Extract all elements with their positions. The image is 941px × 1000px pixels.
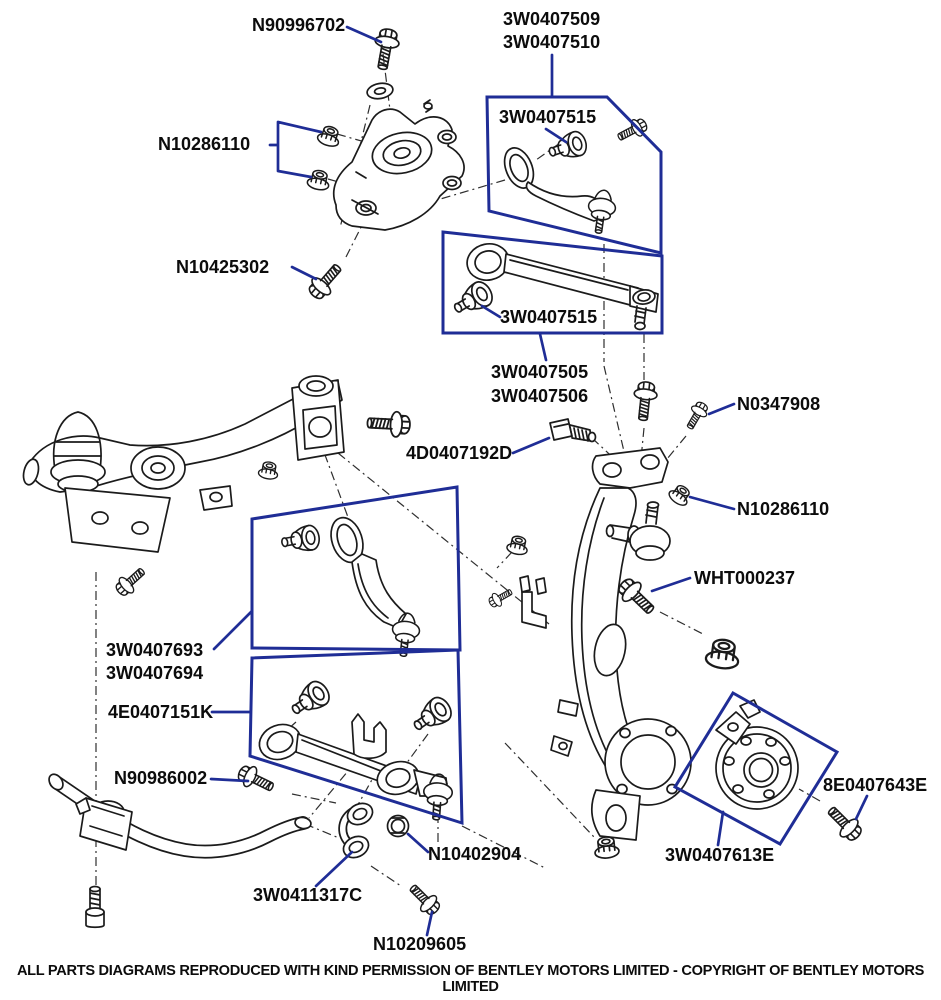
control-arm-front-drawing xyxy=(448,243,659,331)
callout-box-lower-arm xyxy=(248,648,464,826)
callout-box-hub xyxy=(672,690,840,846)
nut-n10402904-drawing xyxy=(386,814,410,838)
bolt-n10425302-drawing xyxy=(303,258,348,304)
callout-box-front-arm xyxy=(441,230,664,335)
lower-arm-drawing xyxy=(258,676,457,822)
part-label-3w0407693: 3W0407693 xyxy=(106,640,204,660)
part-label-3w0407506: 3W0407506 xyxy=(491,386,589,406)
wheel-hub-drawing xyxy=(715,699,799,810)
part-label-3w0407510: 3W0407510 xyxy=(503,32,601,52)
part-label-3w0407613e: 3W0407613E xyxy=(665,845,775,865)
bolt-4d0407192d-drawing xyxy=(549,418,597,443)
part-label-n90986002: N90986002 xyxy=(114,768,208,788)
nut-small-left-of-knuckle-drawing xyxy=(505,533,531,557)
part-label-n10425302: N10425302 xyxy=(176,257,270,277)
stabilizer-bar-drawing xyxy=(48,773,312,859)
bolt-above-knuckle-drawing xyxy=(630,380,660,423)
stabilizer-link-drawing xyxy=(338,802,374,859)
bolt-subframe-drawing xyxy=(365,409,412,439)
upper-control-arm-rear-drawing xyxy=(503,114,651,236)
part-label-3w0407505: 3W0407505 xyxy=(491,362,589,382)
part-label-3w0407694: 3W0407694 xyxy=(106,663,204,683)
callout-boxes xyxy=(248,95,840,846)
steering-knuckle-drawing xyxy=(550,447,692,841)
part-label-n10402904: N10402904 xyxy=(428,844,522,864)
ball-joint-drawing xyxy=(605,501,671,561)
part-label-4e0407151k: 4E0407151K xyxy=(108,702,214,722)
subframe-drawing xyxy=(22,375,345,600)
bolt-n10209605-drawing xyxy=(404,879,445,920)
callout-box-curved-arm xyxy=(250,485,462,652)
bolt-bottom-left-drawing xyxy=(85,885,105,929)
clamp-bracket-drawing xyxy=(519,575,547,629)
part-label-n0347908: N0347908 xyxy=(737,394,821,414)
bolt-n0347908-drawing xyxy=(681,398,712,433)
part-label-n10286110-left: N10286110 xyxy=(158,134,251,154)
part-label-n10209605: N10209605 xyxy=(373,934,467,954)
bolt-small-left-of-knuckle-drawing xyxy=(486,584,516,611)
bolt-8e0407643e-drawing xyxy=(821,800,867,846)
part-label-4d0407192d: 4D0407192D xyxy=(406,443,513,463)
part-label-3w0407509: 3W0407509 xyxy=(503,9,601,29)
callout-box-upper-arm xyxy=(485,95,663,255)
copyright-footer: ALL PARTS DIAGRAMS REPRODUCED WITH KIND … xyxy=(16,963,925,995)
part-label-n10286110-right: N10286110 xyxy=(737,499,830,519)
part-label-3w0407515-mid: 3W0407515 xyxy=(500,307,598,327)
part-label-8e0407643e: 8E0407643E xyxy=(823,775,928,795)
part-label-wht000237: WHT000237 xyxy=(694,568,796,588)
bolt-wht000237-drawing xyxy=(613,573,661,621)
locknut-drawing xyxy=(703,636,743,672)
curved-control-arm-drawing xyxy=(278,516,422,659)
leader-lines xyxy=(209,25,869,937)
part-label-n90996702: N90996702 xyxy=(252,15,346,35)
nut-below-knuckle-drawing xyxy=(592,834,621,861)
part-label-3w0411317c: 3W0411317C xyxy=(253,885,363,905)
nut-n10286110-right-drawing xyxy=(665,480,695,509)
subframe-mount-bracket-drawing xyxy=(332,99,465,231)
part-label-3w0407515-upper: 3W0407515 xyxy=(499,107,597,127)
